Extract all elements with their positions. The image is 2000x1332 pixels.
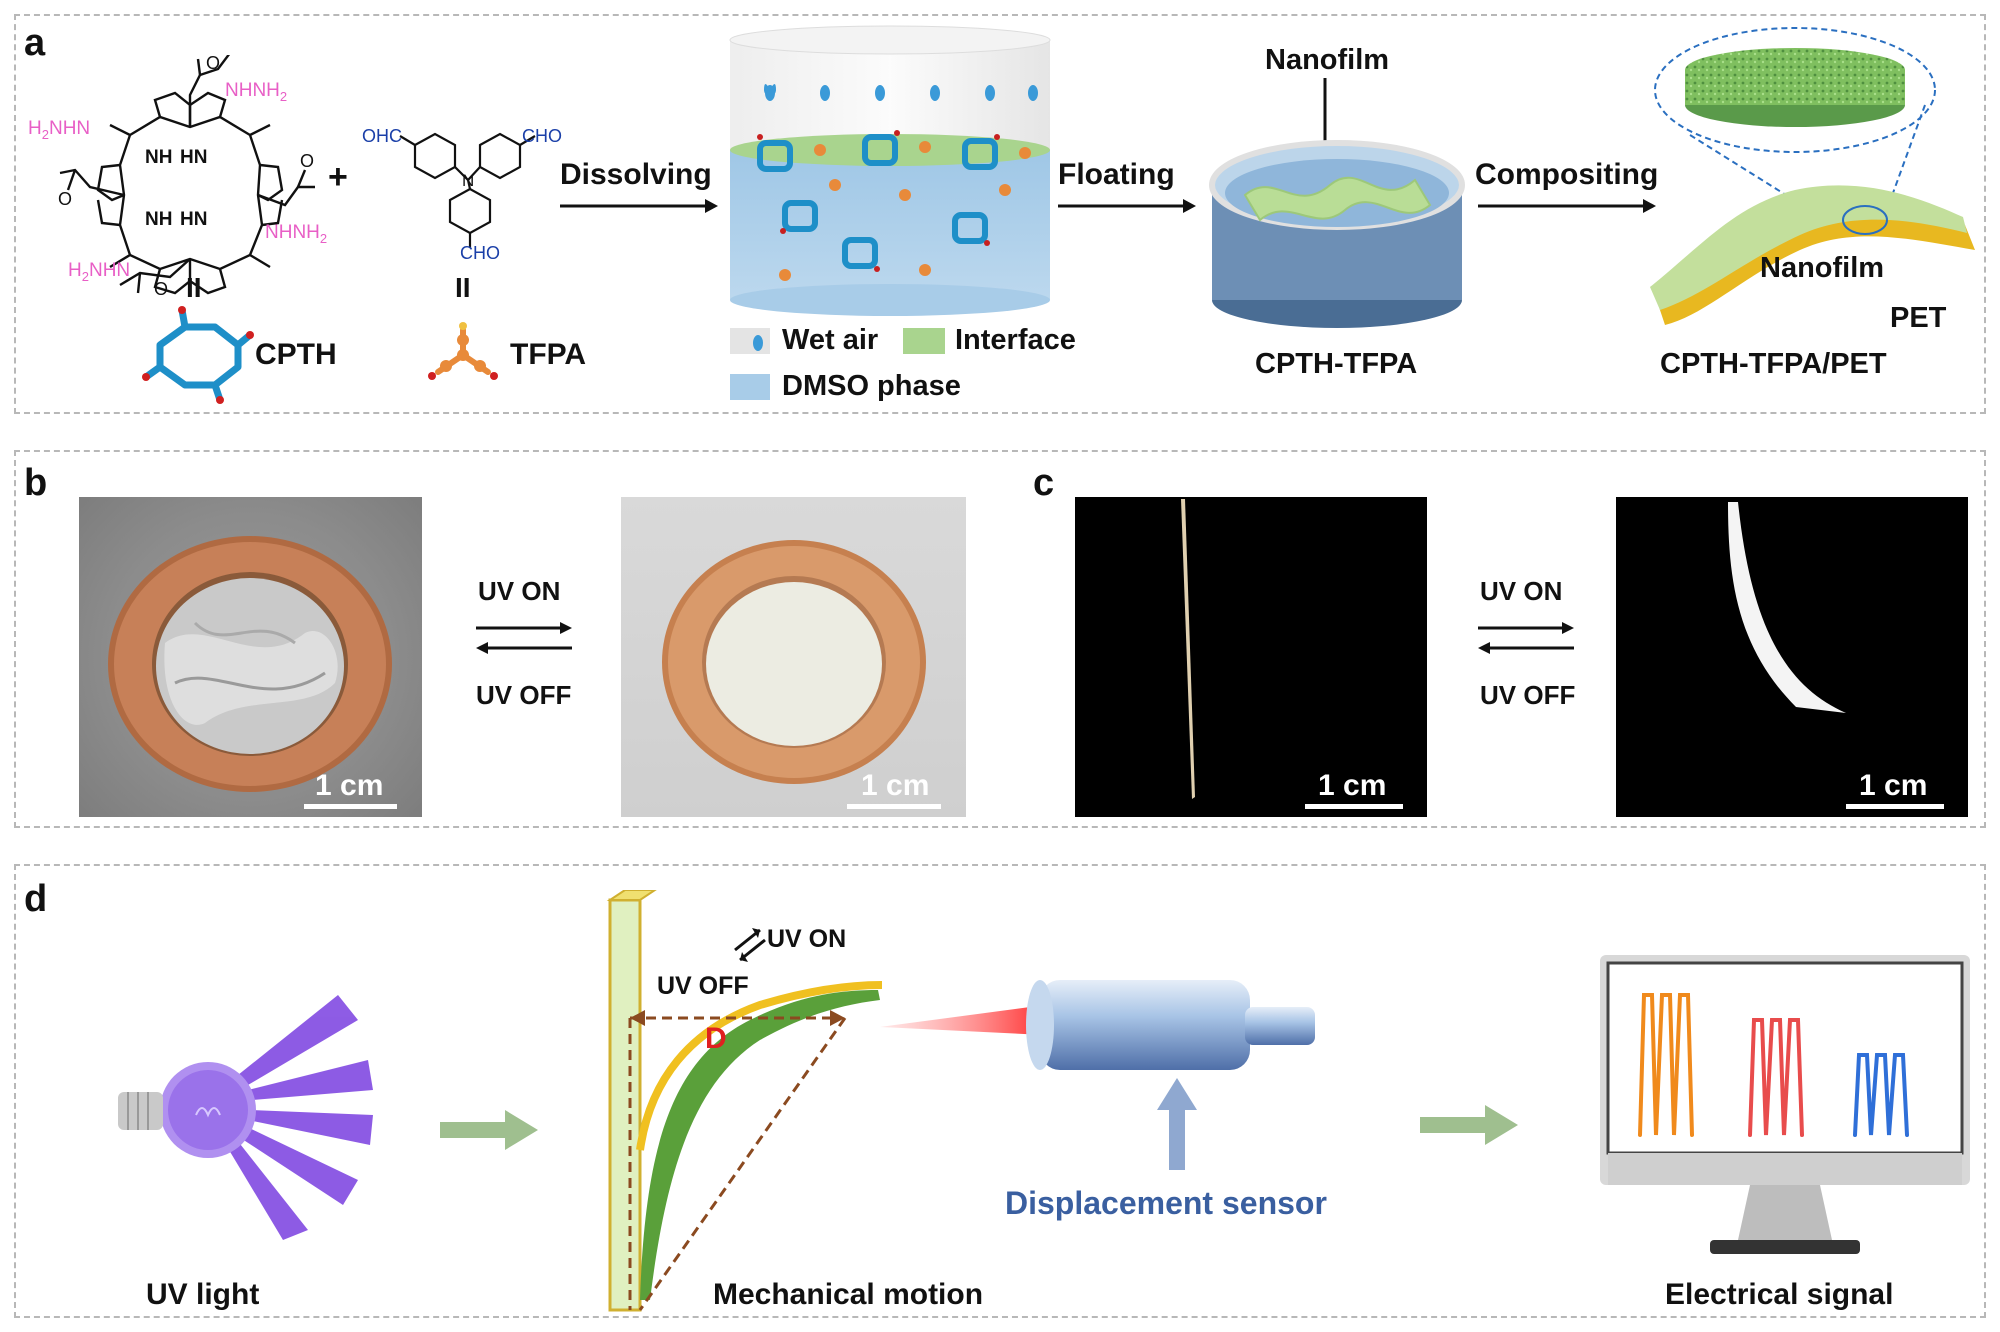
- h2nhn-bottom-rest: NHN: [88, 260, 131, 281]
- monitor-illustration: [1600, 955, 1970, 1254]
- nhnh2-top-text: NHNH: [225, 80, 280, 101]
- h2nhn-left-sub: 2: [41, 126, 49, 142]
- h2nhn-bottom-sub: 2: [81, 268, 89, 284]
- equals-cpth: II: [186, 272, 202, 303]
- photo-b-uv-off: 1 cm: [79, 497, 422, 817]
- legend-dmso: DMSO phase: [782, 370, 961, 402]
- scale-label-c-right: 1 cm: [1859, 769, 1928, 802]
- h2nhn-bottom-text: H: [68, 260, 82, 281]
- cho-right-label: CHO: [522, 126, 562, 146]
- panel-c-label: c: [1033, 462, 1055, 504]
- equals-tfpa: II: [455, 272, 471, 303]
- dissolving-label: Dissolving: [560, 158, 712, 191]
- scale-bar-c-right: [1846, 804, 1944, 809]
- b-uv-on: UV ON: [478, 576, 561, 606]
- photo-c-straight: 1 cm: [1075, 497, 1427, 817]
- beaker-interface-illustration: [729, 25, 1051, 316]
- compositing-arrow-icon: [1478, 199, 1656, 213]
- displacement-sensor-label: Displacement sensor: [1005, 1185, 1327, 1221]
- cpth-tfpa-label: CPTH-TFPA: [1255, 348, 1418, 380]
- straight-strip: [1181, 499, 1195, 799]
- ohc-label: OHC: [362, 126, 402, 146]
- chem-nh-2: NH: [145, 209, 172, 230]
- mechanical-motion-label: Mechanical motion: [713, 1278, 984, 1311]
- chem-n: N: [462, 171, 474, 190]
- tfpa-structure: N: [399, 132, 536, 248]
- up-arrow-icon: [1157, 1078, 1197, 1170]
- nhnh2-top-sub: 2: [279, 88, 288, 104]
- arrow-right-green-1-icon: [440, 1110, 538, 1150]
- legend-interface-swatch: [903, 328, 945, 354]
- plus-sign: +: [328, 158, 348, 196]
- c-uv-off: UV OFF: [1480, 680, 1576, 710]
- scale-bar-b-left: [304, 804, 397, 809]
- nanofilm-top-label: Nanofilm: [1265, 44, 1390, 76]
- scale-label-b-right: 1 cm: [861, 769, 930, 802]
- chem-hn-1: HN: [180, 147, 207, 168]
- cho-bottom-label: CHO: [460, 243, 500, 263]
- panel-d: [14, 864, 1986, 1318]
- nhnh2-top: NHNH2: [225, 80, 287, 104]
- d-uv-on: UV ON: [767, 925, 847, 953]
- b-equilibrium-arrows-icon: [476, 622, 572, 654]
- h2nhn-left: H2NHN: [28, 118, 90, 142]
- copper-ring-transparent: [662, 540, 926, 784]
- droplet-icon: [753, 335, 763, 351]
- composite-film-illustration: [1650, 27, 1975, 325]
- scale-label-c-left: 1 cm: [1318, 769, 1387, 802]
- panel-a-label: a: [24, 22, 46, 64]
- cpth-label: CPTH: [255, 338, 337, 371]
- copper-ring-wrinkled: [108, 536, 392, 792]
- chem-o-bottom: O: [154, 279, 168, 299]
- cpth-tfpa-pet-label: CPTH-TFPA/PET: [1660, 348, 1887, 380]
- panel-d-label: d: [24, 878, 48, 920]
- uv-bulb-icon: [118, 995, 373, 1240]
- cpth-model-icon: [142, 306, 254, 404]
- chem-o-right: O: [300, 151, 314, 171]
- cpth-structure: NH HN NH HN O O O O: [58, 55, 315, 299]
- nhnh2-right-sub: 2: [319, 230, 328, 246]
- bent-strip: [1728, 502, 1846, 713]
- cantilever-illustration: [606, 890, 883, 1312]
- panel-bc: [14, 450, 1986, 828]
- b-uv-off: UV OFF: [476, 680, 572, 710]
- chem-o-top: O: [206, 55, 220, 73]
- legend-wet-air: Wet air: [782, 324, 879, 356]
- h2nhn-bottom: H2NHN: [68, 260, 130, 284]
- pet-label: PET: [1890, 302, 1947, 334]
- nanofilm-label: Nanofilm: [1760, 252, 1885, 284]
- chem-hn-2: HN: [180, 209, 207, 230]
- nhnh2-right: NHNH2: [265, 222, 327, 246]
- nhnh2-right-text: NHNH: [265, 222, 320, 243]
- scale-label-b-left: 1 cm: [315, 769, 384, 802]
- photo-b-uv-on: 1 cm: [621, 497, 966, 817]
- uv-light-label: UV light: [146, 1278, 260, 1311]
- scale-bar-c-left: [1305, 804, 1403, 809]
- legend-interface: Interface: [955, 324, 1076, 356]
- panel-a: [14, 14, 1986, 414]
- c-uv-on: UV ON: [1480, 576, 1563, 606]
- h2nhn-left-rest: NHN: [48, 118, 91, 139]
- panel-b-label: b: [24, 462, 48, 504]
- d-label: D: [705, 1022, 727, 1055]
- d-uv-off: UV OFF: [657, 972, 749, 1000]
- floating-label: Floating: [1058, 158, 1175, 191]
- scale-bar-b-right: [847, 804, 941, 809]
- petri-dish-illustration: [1209, 140, 1465, 328]
- chem-o-left: O: [58, 189, 72, 209]
- tfpa-model-icon: [428, 322, 498, 380]
- photo-c-bent: 1 cm: [1616, 497, 1968, 817]
- dissolving-arrow-icon: [560, 199, 718, 213]
- chem-nh-1: NH: [145, 147, 172, 168]
- electrical-signal-label: Electrical signal: [1665, 1278, 1894, 1311]
- h2nhn-left-text: H: [28, 118, 42, 139]
- floating-arrow-icon: [1058, 199, 1196, 213]
- legend-wet-air-swatch: [730, 328, 770, 354]
- compositing-label: Compositing: [1475, 158, 1659, 191]
- tfpa-label: TFPA: [510, 338, 587, 371]
- arrow-right-green-2-icon: [1420, 1105, 1518, 1145]
- displacement-sensor-illustration: [880, 980, 1315, 1070]
- legend-dmso-swatch: [730, 374, 770, 400]
- c-equilibrium-arrows-icon: [1478, 622, 1574, 654]
